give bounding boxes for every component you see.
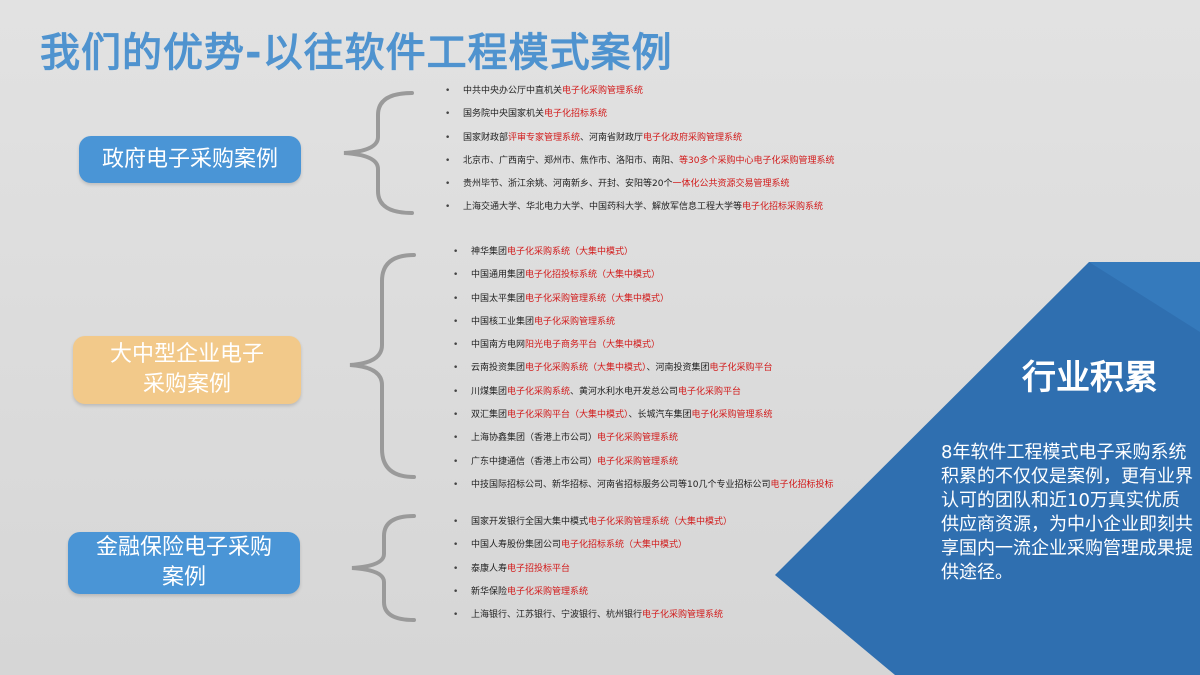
list-item: 上海协鑫集团（香港上市公司）电子化采购管理系统 [453,427,833,451]
list-item: 广东中捷通信（香港上市公司）电子化采购管理系统 [453,451,833,475]
list-item: 双汇集团电子化采购平台（大集中模式）、长城汽车集团电子化采购管理系统 [453,404,833,428]
brace-finance [351,514,416,622]
list-item: 新华保险电子化采购管理系统 [453,581,732,605]
list-item: 国家财政部评审专家管理系统、河南省财政厅电子化政府采购管理系统 [445,127,834,151]
list-item: 神华集团电子化采购系统（大集中模式） [453,241,833,265]
category-government-label: 政府电子采购案例 [79,136,301,183]
list-item: 中国通用集团电子化招投标系统（大集中模式） [453,264,833,288]
list-item: 国家开发银行全国大集中模式电子化采购管理系统（大集中模式） [453,511,732,535]
list-item: 中国南方电网阳光电子商务平台（大集中模式） [453,334,833,358]
brace-enterprise [349,253,416,479]
list-item: 中国人寿股份集团公司电子化招标系统（大集中模式） [453,534,732,558]
category-enterprise-label: 大中型企业电子采购案例 [73,336,301,404]
list-item: 中国核工业集团电子化采购管理系统 [453,311,833,335]
list-enterprise: 神华集团电子化采购系统（大集中模式） 中国通用集团电子化招投标系统（大集中模式）… [453,241,834,498]
list-item: 川煤集团电子化采购系统、黄河水利水电开发总公司电子化采购平台 [453,381,833,405]
list-item: 国务院中央国家机关电子化招标系统 [445,103,834,127]
list-item: 中技国际招标公司、新华招标、河南省招标服务公司等10几个专业招标公司电子化招标投… [453,474,834,498]
industry-panel-shape [775,262,1200,675]
list-item: 中共中央办公厅中直机关电子化采购管理系统 [445,80,834,104]
brace-government [343,91,414,215]
panel-text: 8年软件工程模式电子采购系统积累的不仅仅是案例，更有业界认可的团队和近10万真实… [941,442,1193,583]
page-title: 我们的优势-以往软件工程模式案例 [40,30,673,76]
category-finance-label: 金融保险电子采购案例 [68,532,300,594]
list-item: 贵州毕节、浙江余姚、河南新乡、开封、安阳等20个一体化公共资源交易管理系统 [445,173,834,197]
list-item: 中国太平集团电子化采购管理系统（大集中模式） [453,288,833,312]
list-item: 云南投资集团电子化采购系统（大集中模式）、河南投资集团电子化采购平台 [453,357,833,381]
list-item: 北京市、广西南宁、郑州市、焦作市、洛阳市、南阳、等30多个采购中心电子化采购管理… [445,150,834,174]
list-item: 上海银行、江苏银行、宁波银行、杭州银行电子化采购管理系统 [453,604,732,628]
panel-title: 行业积累 [1022,358,1158,398]
list-item: 上海交通大学、华北电力大学、中国药科大学、解放军信息工程大学等电子化招标采购系统 [445,196,834,220]
list-finance: 国家开发银行全国大集中模式电子化采购管理系统（大集中模式） 中国人寿股份集团公司… [453,511,732,628]
list-government: 中共中央办公厅中直机关电子化采购管理系统 国务院中央国家机关电子化招标系统 国家… [445,80,834,220]
list-item: 泰康人寿电子招投标平台 [453,558,732,582]
